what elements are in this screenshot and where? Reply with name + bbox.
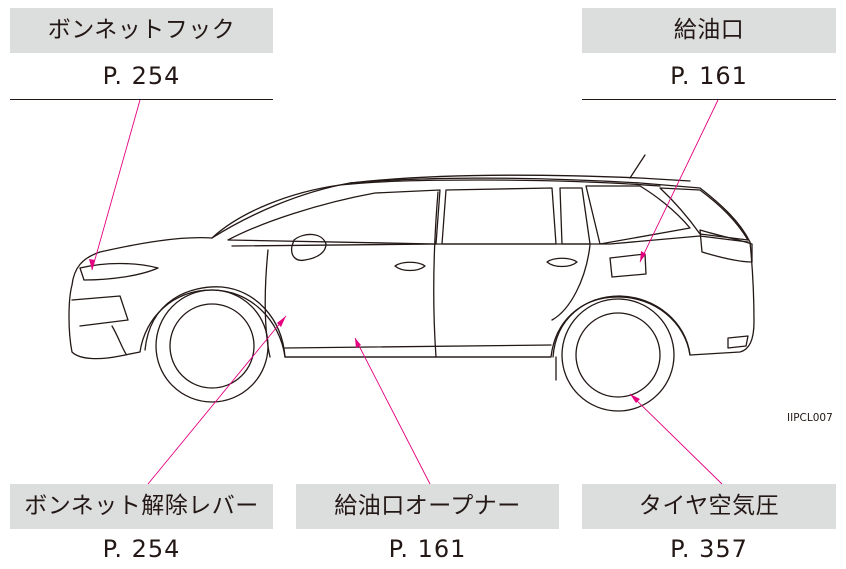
arrowhead-hood-latch [89,259,95,270]
callout-tire-pressure: タイヤ空気圧 P. 357 [582,484,836,569]
leader-line-tire-pressure [629,393,723,485]
arrowhead-fuel-door-opener [355,338,361,348]
fuel-door-label: 給油口 [582,8,836,53]
figure-code: IIPCL007 [787,412,833,424]
callout-fuel-door: 給油口 P. 161 [582,8,836,100]
hood-release-lever-page-ref[interactable]: P. 254 [102,535,181,563]
leader-line-hood-release-lever [147,315,287,485]
fuel-door-opener-label: 給油口オープナー [296,484,559,529]
tire-pressure-page-ref[interactable]: P. 357 [670,535,748,563]
fuel-door-page-ref[interactable]: P. 161 [582,53,836,100]
arrowhead-tire-pressure [630,394,640,403]
callout-hood-release-lever: ボンネット解除レバー P. 254 [10,484,273,569]
leader-line-fuel-door-opener [354,337,431,485]
hood-release-lever-label: ボンネット解除レバー [10,484,273,529]
fuel-door-opener-page-ref[interactable]: P. 161 [388,535,467,563]
leader-arrowheads [89,251,646,403]
hood-latch-page-ref[interactable]: P. 254 [10,53,273,100]
arrowhead-fuel-door [640,251,646,262]
arrowhead-hood-release-lever [277,316,286,327]
callout-hood-latch: ボンネットフック P. 254 [10,8,273,100]
car-line-art [68,154,755,412]
leader-line-hood-latch [91,99,141,271]
leader-line-fuel-door [639,99,719,263]
leader-lines [91,99,723,485]
hood-latch-label: ボンネットフック [10,8,273,53]
tire-pressure-label: タイヤ空気圧 [582,484,836,529]
callout-fuel-door-opener: 給油口オープナー P. 161 [296,484,559,569]
